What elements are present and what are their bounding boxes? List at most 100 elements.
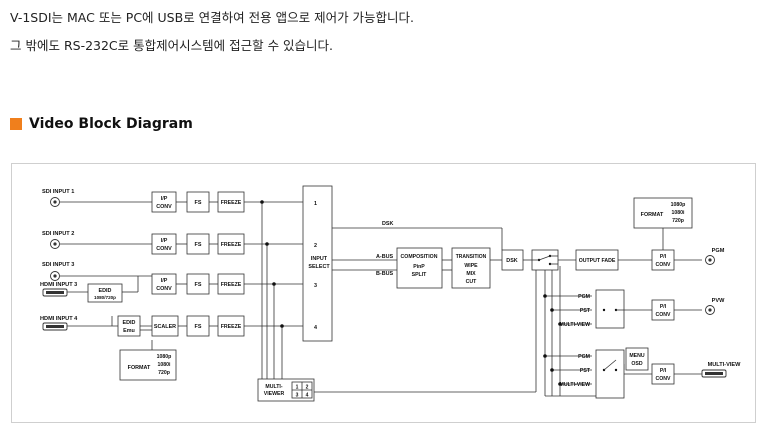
output-switch-2: PGM PST MULTI-VIEW: [560, 349, 625, 399]
hdmi-input-3: HDMI INPUT 3: [40, 282, 77, 297]
b-bus-label: B-BUS: [376, 271, 393, 277]
svg-text:P/I: P/I: [660, 304, 667, 310]
multiviewer-box: MULTI- VIEWER 1 2 3 4: [257, 378, 315, 402]
sdi-input-2: SDI INPUT 2: [42, 231, 74, 249]
svg-text:1080i: 1080i: [158, 362, 172, 368]
svg-text:SELECT: SELECT: [308, 264, 330, 270]
svg-text:P/I: P/I: [660, 254, 667, 260]
pgm-output: PGM: [705, 248, 725, 265]
svg-text:MIX: MIX: [466, 271, 476, 277]
svg-text:OSD: OSD: [631, 361, 642, 367]
svg-text:I/P: I/P: [161, 278, 168, 284]
svg-text:1080p: 1080p: [671, 202, 686, 208]
svg-text:INPUT: INPUT: [311, 256, 328, 262]
fs-box-4: FS: [186, 315, 210, 337]
svg-text:PinP: PinP: [413, 264, 425, 270]
svg-text:SPLIT: SPLIT: [412, 272, 428, 278]
video-block-diagram: SDI INPUT 1 SDI INPUT 2 SDI INPUT 3 HDMI…: [40, 185, 742, 402]
svg-text:I/P: I/P: [161, 196, 168, 202]
svg-text:EDID: EDID: [123, 320, 136, 326]
diagram-frame: SDI INPUT 1 SDI INPUT 2 SDI INPUT 3 HDMI…: [11, 163, 756, 423]
svg-text:CONV: CONV: [156, 286, 172, 292]
svg-text:PGM: PGM: [578, 354, 590, 360]
pi-conv-3: P/I CONV: [651, 363, 675, 385]
svg-text:FS: FS: [195, 282, 202, 288]
ip-conv-3: I/P CONV: [151, 273, 177, 295]
scaler-box: SCALER: [151, 315, 179, 337]
svg-text:FREEZE: FREEZE: [221, 282, 242, 288]
fs-box-3: FS: [186, 273, 210, 295]
freeze-box-1: FREEZE: [217, 191, 245, 213]
hdmi-input-4: HDMI INPUT 4: [40, 316, 78, 331]
svg-text:720p: 720p: [672, 218, 684, 224]
svg-text:1: 1: [314, 201, 317, 207]
menu-osd-box: MENU OSD: [625, 347, 649, 371]
edid-box-1: EDID 1080/720p: [87, 283, 123, 303]
ip-conv-1: I/P CONV: [151, 191, 177, 213]
connection-lines: [60, 201, 702, 397]
svg-text:MENU: MENU: [629, 353, 645, 359]
output-switch-1: PGM PST MULTI-VIEW: [560, 289, 625, 329]
svg-text:SCALER: SCALER: [154, 324, 176, 330]
svg-text:PVW: PVW: [712, 298, 725, 304]
svg-text:VIEWER: VIEWER: [264, 391, 285, 397]
svg-text:3: 3: [296, 393, 299, 399]
pi-conv-1: P/I CONV: [651, 249, 675, 271]
svg-text:FORMAT: FORMAT: [128, 365, 151, 371]
svg-text:P/I: P/I: [660, 368, 667, 374]
svg-text:SDI INPUT 2: SDI INPUT 2: [42, 231, 74, 237]
svg-text:3: 3: [314, 283, 317, 289]
svg-text:FREEZE: FREEZE: [221, 200, 242, 206]
dsk-box: DSK: [501, 249, 524, 271]
svg-text:EDID: EDID: [99, 288, 112, 294]
svg-text:SDI INPUT 1: SDI INPUT 1: [42, 189, 74, 195]
svg-text:FS: FS: [195, 200, 202, 206]
svg-text:MULTI-VIEW: MULTI-VIEW: [560, 382, 591, 388]
svg-text:1080i: 1080i: [672, 210, 686, 216]
svg-text:I/P: I/P: [161, 238, 168, 244]
svg-text:CONV: CONV: [656, 312, 672, 318]
freeze-box-2: FREEZE: [217, 233, 245, 255]
freeze-box-4: FREEZE: [217, 315, 245, 337]
svg-text:4: 4: [314, 325, 317, 331]
dsk-bus-label: DSK: [382, 221, 393, 227]
svg-text:CONV: CONV: [656, 262, 672, 268]
svg-text:1: 1: [296, 385, 299, 391]
svg-text:PST: PST: [580, 308, 591, 314]
pvw-output: PVW: [705, 298, 725, 315]
intro-line-2: 그 밖에도 RS-232C로 통합제어시스템에 접근할 수 있습니다.: [10, 38, 334, 53]
svg-text:CONV: CONV: [156, 204, 172, 210]
svg-text:WIPE: WIPE: [464, 263, 478, 269]
fs-box-1: FS: [186, 191, 210, 213]
input-select-box: 1 2 3 4 INPUT SELECT: [302, 185, 333, 342]
sdi-input-1: SDI INPUT 1: [42, 189, 74, 207]
svg-text:DSK: DSK: [506, 258, 517, 264]
svg-text:PST: PST: [580, 368, 591, 374]
svg-text:FS: FS: [195, 242, 202, 248]
svg-text:Emu: Emu: [123, 328, 135, 334]
junction-dots: [260, 200, 562, 386]
svg-text:2: 2: [306, 385, 309, 391]
svg-text:1080p: 1080p: [157, 354, 172, 360]
section-title: Video Block Diagram: [29, 116, 193, 132]
svg-text:FORMAT: FORMAT: [641, 212, 664, 218]
svg-text:2: 2: [314, 243, 317, 249]
svg-text:COMPOSITION: COMPOSITION: [401, 254, 438, 260]
orange-square-icon: [10, 118, 22, 130]
svg-text:4: 4: [306, 393, 309, 399]
transition-box: TRANSITION WIPE MIX CUT: [451, 247, 491, 289]
output-fade-box: OUTPUT FADE: [575, 249, 619, 271]
svg-text:1080/720p: 1080/720p: [94, 295, 116, 300]
svg-text:720p: 720p: [158, 370, 170, 376]
svg-text:CUT: CUT: [466, 279, 477, 285]
a-bus-label: A-BUS: [376, 254, 393, 260]
svg-text:MULTI-VIEW: MULTI-VIEW: [560, 322, 591, 328]
multiview-output: MULTI-VIEW: [701, 362, 742, 378]
svg-text:OUTPUT FADE: OUTPUT FADE: [579, 258, 616, 264]
svg-text:SDI INPUT 3: SDI INPUT 3: [42, 262, 74, 268]
dsk-switch: [531, 249, 559, 271]
svg-text:FREEZE: FREEZE: [221, 324, 242, 330]
svg-text:MULTI-VIEW: MULTI-VIEW: [708, 362, 742, 368]
intro-line-1: V-1SDI는 MAC 또는 PC에 USB로 연결하여 전용 앱으로 제어가 …: [10, 10, 415, 25]
fs-box-2: FS: [186, 233, 210, 255]
